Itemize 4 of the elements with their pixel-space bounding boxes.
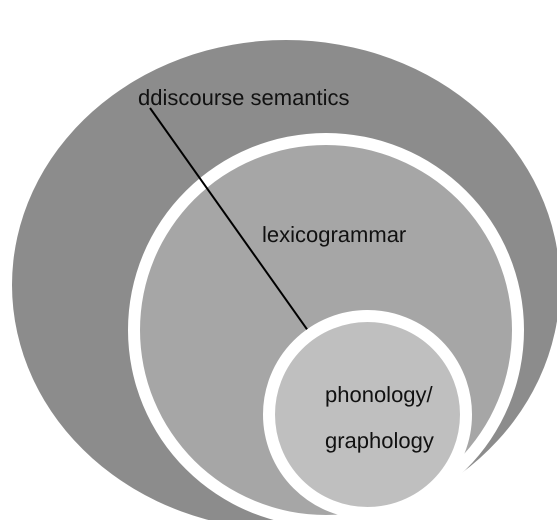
circle-label: ddiscourse semantics bbox=[138, 84, 351, 112]
circle-label: phonology/ graphology bbox=[325, 381, 435, 455]
connector-line bbox=[149, 107, 308, 330]
circle-label: lexicogrammar bbox=[262, 221, 408, 249]
